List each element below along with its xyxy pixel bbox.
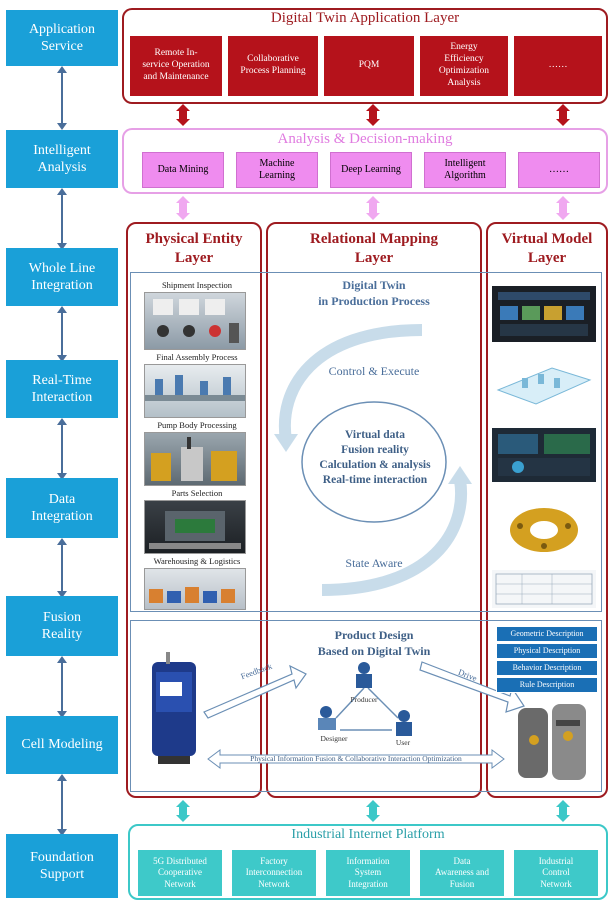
physical-entity-title: Physical Entity Layer (145, 231, 243, 266)
virtual-dashboard-image (492, 286, 596, 342)
feedback-arrow (203, 664, 307, 719)
pink-double-arrow (176, 196, 190, 220)
product-design-box (130, 620, 602, 792)
left-label-cell-modeling: Cell Modeling (6, 716, 118, 774)
app-item-energy-efficiency: Energy Efficiency Optimization Analysis (420, 36, 508, 96)
control-execute-label: Control & Execute (328, 364, 420, 378)
virtual-model-panel (486, 222, 608, 798)
virtual-model-title: Virtual Model Layer (501, 231, 593, 266)
virtual-production-line-image (492, 356, 596, 414)
analysis-item-data-mining: Data Mining (142, 152, 224, 188)
rule-description-label: Rule Description (496, 677, 598, 693)
behavior-description-label: Behavior Description (496, 660, 598, 676)
warehousing-image (144, 568, 246, 610)
analysis-item-more: …… (518, 152, 600, 188)
analysis-item-machine-learning: Machine Learning (236, 152, 318, 188)
physical-entity-panel (126, 222, 262, 798)
app-item-collaborative-planning: Collaborative Process Planning (228, 36, 318, 96)
foundation-item-control-network: Industrial Control Network (514, 850, 598, 896)
production-process-heading: Digital Twin in Production Process (318, 278, 430, 308)
parts-selection-image (144, 500, 246, 554)
compressor-physical-image (152, 652, 196, 764)
drive-arrow (419, 661, 525, 713)
fusion-arrow-label: Physical Information Fusion & Collaborat… (250, 754, 462, 763)
final-assembly-image (144, 364, 246, 418)
analysis-item-intelligent-algorithm: Intelligent Algorithm (424, 152, 506, 188)
virtual-layout-drawing-image (492, 570, 596, 608)
foundation-item-5g-network: 5G Distributed Cooperative Network (138, 850, 222, 896)
left-label-fusion-reality: Fusion Reality (6, 596, 118, 656)
pink-double-arrow (366, 196, 380, 220)
left-label-foundation-support: Foundation Support (6, 834, 118, 898)
designer-label: Designer (320, 734, 348, 743)
foundation-item-data-awareness: Data Awareness and Fusion (420, 850, 504, 896)
app-item-more: …… (514, 36, 602, 96)
cyan-double-arrow (556, 800, 570, 822)
left-connector-arrow (57, 656, 67, 718)
analysis-item-deep-learning: Deep Learning (330, 152, 412, 188)
pump-body-processing-image (144, 432, 246, 486)
fusion-double-arrow (207, 749, 505, 769)
state-aware-label: State Aware (345, 556, 403, 570)
relational-mapping-title: Relational Mapping Layer (310, 231, 438, 266)
analysis-layer-title: Analysis & Decision-making (277, 131, 453, 147)
production-process-box (130, 272, 602, 612)
cyan-double-arrow (366, 800, 380, 822)
left-connector-arrow (57, 418, 67, 480)
left-connector-arrow (57, 306, 67, 362)
red-double-arrow (176, 104, 190, 126)
foundation-item-factory-network: Factory Interconnection Network (232, 850, 316, 896)
relational-mapping-panel (266, 222, 482, 798)
cyan-double-arrow (176, 800, 190, 822)
photo-label-pump-body: Pump Body Processing (157, 420, 237, 430)
compressor-virtual-image (518, 704, 586, 780)
left-label-application-service: Application Service (6, 10, 118, 66)
red-double-arrow (366, 104, 380, 126)
left-connector-arrow (57, 188, 67, 250)
left-connector-arrow (57, 774, 67, 836)
left-label-whole-line-integration: Whole Line Integration (6, 248, 118, 306)
geometric-description-label: Geometric Description (496, 626, 598, 642)
foundation-item-system-integration: Information System Integration (326, 850, 410, 896)
app-item-remote-operation: Remote In- service Operation and Mainten… (130, 36, 222, 96)
user-label: User (395, 738, 411, 747)
stakeholders-graphic (318, 662, 412, 736)
center-fusion-text: Virtual data Fusion reality Calculation … (319, 429, 431, 486)
red-double-arrow (556, 104, 570, 126)
foundation-layer-title: Industrial Internet Platform (291, 827, 445, 842)
cycle-arrows-graphic (274, 324, 472, 596)
left-label-real-time-interaction: Real-Time Interaction (6, 360, 118, 418)
photo-label-warehousing: Warehousing & Logistics (153, 556, 241, 566)
pink-double-arrow (556, 196, 570, 220)
left-label-data-integration: Data Integration (6, 478, 118, 538)
physical-description-label: Physical Description (496, 643, 598, 659)
photo-label-shipment: Shipment Inspection (161, 280, 233, 290)
analysis-layer-panel (122, 128, 608, 194)
product-design-heading: Product Design Based on Digital Twin (317, 628, 431, 658)
producer-label: Producer (350, 695, 378, 704)
photo-label-assembly: Final Assembly Process (156, 352, 238, 362)
left-connector-arrow (57, 66, 67, 130)
virtual-flange-part-image (492, 500, 596, 558)
virtual-monitor-image (492, 428, 596, 482)
application-layer-title: Digital Twin Application Layer (270, 10, 460, 26)
application-layer-panel (122, 8, 608, 104)
app-item-pqm: PQM (324, 36, 414, 96)
shipment-inspection-image (144, 292, 246, 350)
foundation-layer-panel (128, 824, 608, 900)
left-label-intelligent-analysis: Intelligent Analysis (6, 130, 118, 188)
photo-label-parts: Parts Selection (171, 488, 223, 498)
left-connector-arrow (57, 538, 67, 598)
